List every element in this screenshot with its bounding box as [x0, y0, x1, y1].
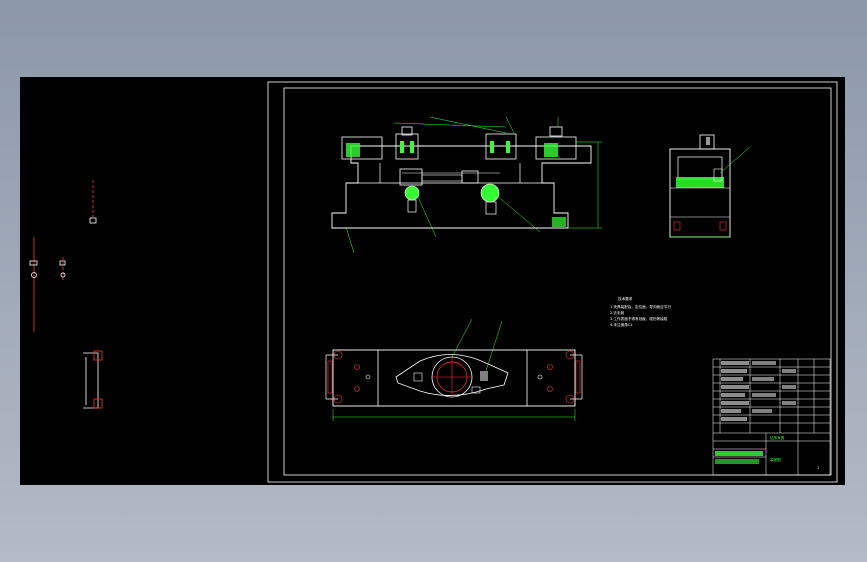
technical-notes: 技术要求 1.夹具装配后，定位面、导向面应平行 2.去毛刺 3.工作表面不得有划… — [610, 296, 671, 327]
title-block-sheet: 1 — [817, 466, 819, 470]
note-line-3: 3.工作表面不得有划痕、碰伤等缺陷 — [610, 316, 668, 321]
note-line-4: 4.未注倒角C1 — [610, 322, 633, 327]
side-view — [669, 134, 751, 238]
title-block-drawing-no: 装配图 — [770, 457, 781, 462]
assembly-drawing: 技术要求 1.夹具装配后，定位面、导向面应平行 2.去毛刺 3.工作表面不得有划… — [29, 81, 838, 483]
left-fragments — [29, 180, 103, 409]
title-block-part-name: 钻床夹具 — [770, 435, 785, 440]
front-view — [331, 116, 602, 254]
notes-title: 技术要求 — [618, 296, 633, 301]
parts-list-fills — [715, 361, 796, 464]
cad-viewport[interactable]: 技术要求 1.夹具装配后，定位面、导向面应平行 2.去毛刺 3.工作表面不得有划… — [20, 77, 845, 485]
note-line-2: 2.去毛刺 — [610, 310, 625, 315]
parts-list — [712, 358, 831, 476]
drawing-sheet-border — [267, 81, 838, 483]
top-view — [325, 318, 583, 421]
note-line-1: 1.夹具装配后，定位面、导向面应平行 — [610, 304, 671, 309]
